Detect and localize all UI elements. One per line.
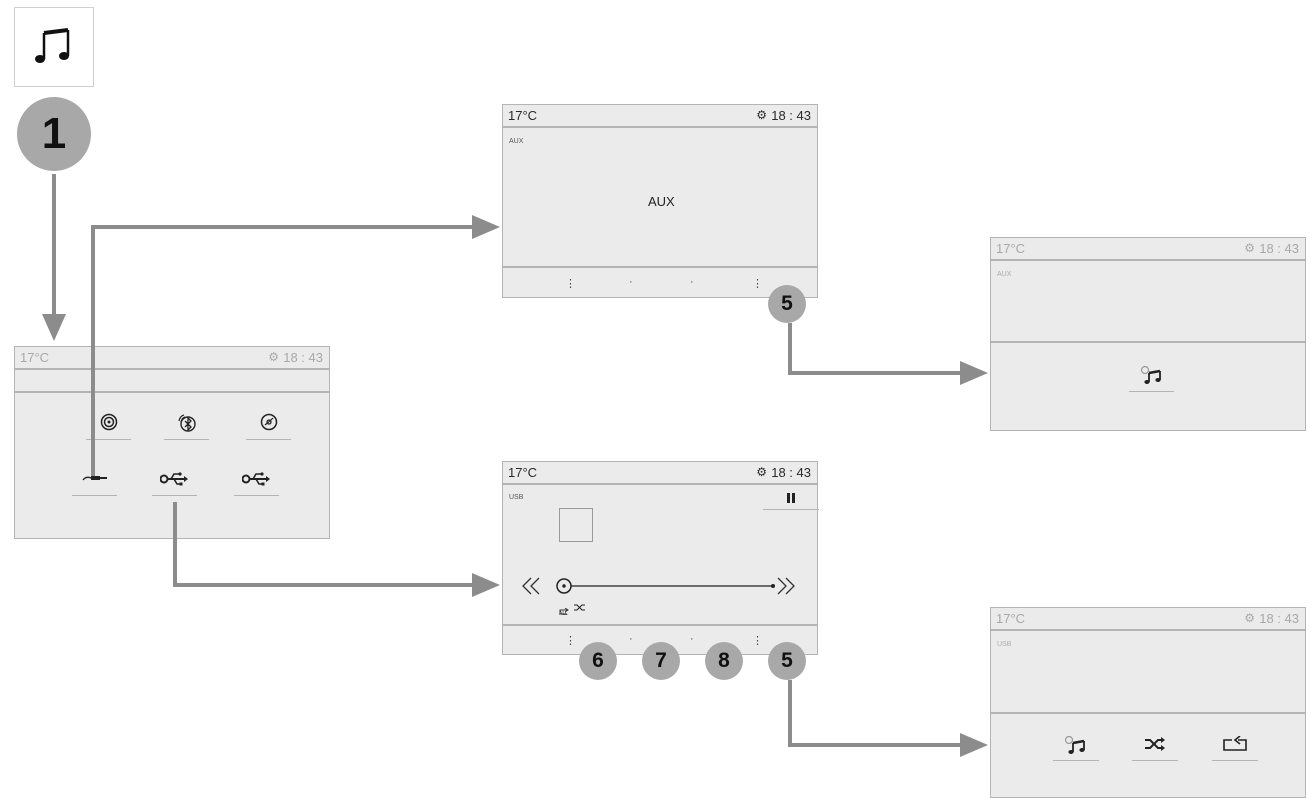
source-usb-button-1[interactable] xyxy=(152,471,197,492)
source-label: USB xyxy=(997,641,1012,648)
music-menu-button[interactable] xyxy=(14,7,94,87)
gear-icon: ⚙ xyxy=(756,465,767,479)
repeat-button[interactable] xyxy=(1212,735,1258,757)
arrow-aux-to-aux-screen xyxy=(91,225,474,476)
status-bar: 17°C ⚙ 18 : 43 xyxy=(503,462,817,485)
prev-icon xyxy=(522,577,540,595)
status-bar: 17°C ⚙ 18 : 43 xyxy=(991,608,1305,631)
softkey-1[interactable]: ⋮ xyxy=(565,635,576,647)
clock: 18 : 43 xyxy=(771,465,811,480)
softkey-2[interactable]: · xyxy=(629,276,633,288)
usb-screen: 17°C ⚙ 18 : 43 USB ALL xyxy=(502,461,819,655)
shuffle-button[interactable] xyxy=(1132,737,1178,756)
clock: 18 : 43 xyxy=(771,108,811,123)
gear-icon: ⚙ xyxy=(1244,241,1255,255)
softkey-3[interactable]: · xyxy=(690,276,694,288)
gear-icon: ⚙ xyxy=(756,108,767,122)
step-badge-aux-settings: 5 xyxy=(768,285,806,323)
temperature: 17°C xyxy=(996,241,1026,256)
aux-settings-screen: 17°C ⚙ 18 : 43 AUX xyxy=(990,237,1306,431)
usb-icon xyxy=(159,472,188,486)
softkey-4[interactable]: ⋮ xyxy=(752,635,763,647)
softkey-1[interactable]: ⋮ xyxy=(565,278,576,290)
softkey-4[interactable]: ⋮ xyxy=(752,278,763,290)
source-usb-button-2[interactable] xyxy=(234,471,279,492)
softkey-2[interactable]: · xyxy=(629,633,633,645)
clock: 18 : 43 xyxy=(1259,611,1299,626)
pause-icon xyxy=(787,493,795,503)
usb-settings-screen: 17°C ⚙ 18 : 43 USB xyxy=(990,607,1306,798)
repeat-icon xyxy=(559,607,569,615)
shuffle-icon xyxy=(574,604,585,611)
aux-center-label: AUX xyxy=(648,194,675,209)
step-badge-usb-settings: 5 xyxy=(768,642,806,680)
clock: 18 : 43 xyxy=(283,350,323,365)
pause-button[interactable] xyxy=(765,490,817,508)
arrow-usb-settings xyxy=(788,680,962,747)
arrow-usb-to-usb-screen xyxy=(173,502,474,587)
usb-icon xyxy=(241,472,270,486)
music-settings-button[interactable] xyxy=(1053,734,1099,761)
progress-track xyxy=(522,577,795,595)
step-badge-8: 8 xyxy=(705,642,743,680)
source-aux-button[interactable] xyxy=(72,471,117,489)
source-cd-button[interactable] xyxy=(246,413,291,436)
music-note-icon xyxy=(35,28,70,63)
step-badge-7: 7 xyxy=(642,642,680,680)
temperature: 17°C xyxy=(20,350,50,365)
source-label: USB xyxy=(509,494,524,501)
source-label: AUX xyxy=(509,138,524,145)
music-settings-button[interactable] xyxy=(1129,364,1174,391)
repeat-icon xyxy=(1223,735,1247,751)
repeat-all-label: ALL xyxy=(559,611,568,617)
music-settings-icon xyxy=(1064,735,1085,754)
repeat-indicator: ALL xyxy=(559,603,569,621)
source-label: AUX xyxy=(997,271,1012,278)
temperature: 17°C xyxy=(996,611,1026,626)
temperature: 17°C xyxy=(508,465,538,480)
gear-icon: ⚙ xyxy=(268,350,279,364)
bluetooth-audio-icon xyxy=(177,414,196,432)
cd-icon xyxy=(260,413,277,431)
source-radio-button[interactable] xyxy=(86,413,131,436)
status-bar: 17°C ⚙ 18 : 43 xyxy=(991,238,1305,261)
arrow-aux-settings xyxy=(788,323,962,375)
source-menu-screen: 17°C ⚙ 18 : 43 xyxy=(14,346,330,539)
album-art xyxy=(559,508,593,542)
next-icon xyxy=(777,577,795,595)
aux-jack-icon xyxy=(81,476,107,481)
status-bar: 17°C ⚙ 18 : 43 xyxy=(15,347,329,370)
status-bar: 17°C ⚙ 18 : 43 xyxy=(503,105,817,128)
source-bluetooth-button[interactable] xyxy=(164,413,209,438)
gear-icon: ⚙ xyxy=(1244,611,1255,625)
aux-screen: 17°C ⚙ 18 : 43 AUX AUX ⋮ · · ⋮ xyxy=(502,104,818,298)
temperature: 17°C xyxy=(508,108,538,123)
softkey-3[interactable]: · xyxy=(690,633,694,645)
radio-icon xyxy=(100,413,117,431)
step-badge-6: 6 xyxy=(579,642,617,680)
shuffle-icon xyxy=(1145,737,1165,751)
music-settings-icon xyxy=(1140,365,1161,384)
clock: 18 : 43 xyxy=(1259,241,1299,256)
step-badge-1: 1 xyxy=(17,97,91,171)
